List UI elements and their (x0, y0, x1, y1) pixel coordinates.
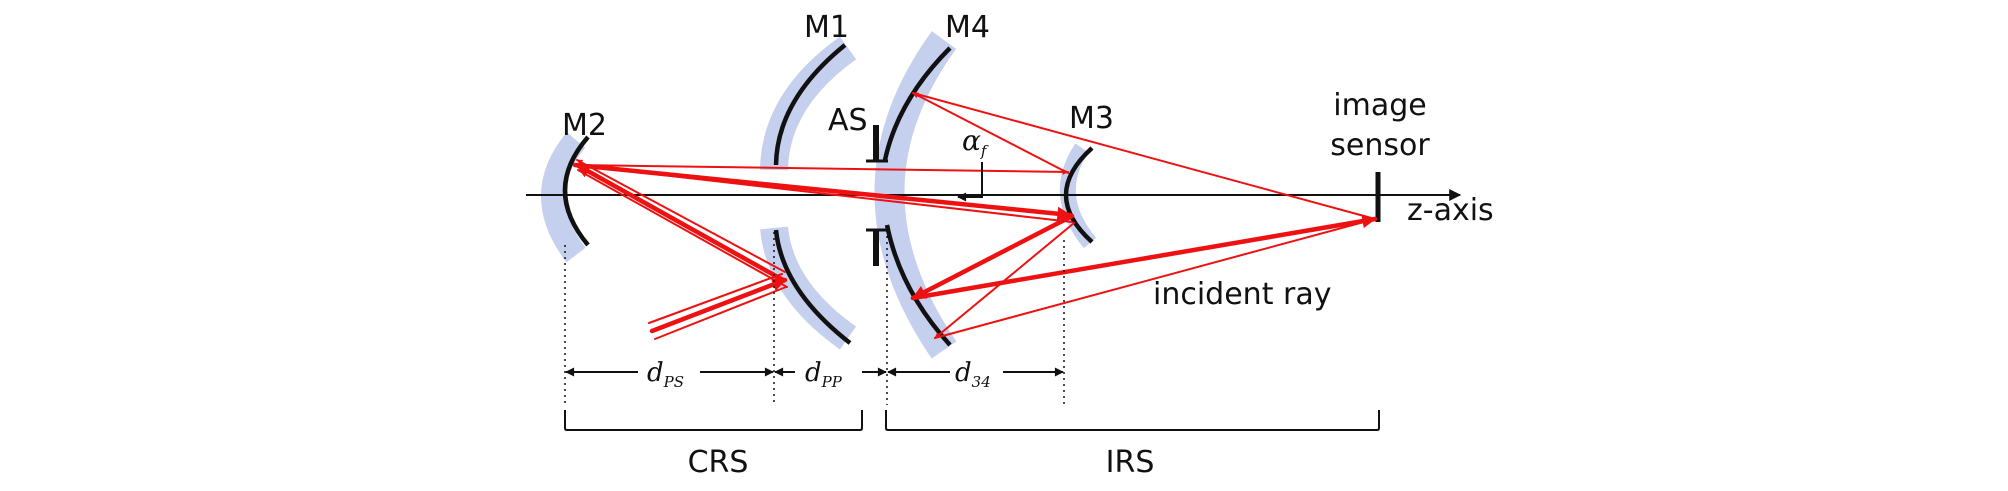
irs-bracket (885, 410, 1380, 431)
z-axis-label: z-axis (1407, 193, 1494, 228)
m1-label: M1 (804, 10, 849, 45)
incident-ray-1 (649, 277, 788, 334)
m2-label: M2 (562, 108, 607, 143)
m1-surface-lower (773, 229, 852, 345)
ray-m3-m4-upper (912, 92, 1069, 174)
irs-label: IRS (1106, 445, 1155, 480)
ray-m1-m2-b (576, 159, 786, 273)
ray-m1-m2-c (577, 169, 788, 288)
sensor-label-line2: sensor (1330, 128, 1430, 163)
m4-label: M4 (945, 10, 990, 45)
m4-surface-upper (882, 46, 952, 161)
ray-m4-sensor-lower (934, 218, 1376, 339)
m2-surface (562, 135, 590, 247)
m2-substrate (541, 132, 586, 263)
m1-substrate-lower (760, 226, 857, 350)
ray-m2-m3-lower (574, 164, 1073, 223)
ray-m3-m4-main (910, 213, 1075, 301)
crs-label: CRS (688, 445, 749, 480)
d-34-label: d34 (955, 358, 991, 391)
extension-lines (564, 230, 1065, 405)
incident-ray-2 (648, 273, 783, 324)
d-pp-label: dPP (805, 358, 843, 391)
alpha-f-label: αf (962, 124, 989, 160)
sensor-label-line1: image (1333, 88, 1426, 123)
m3-label: M3 (1069, 101, 1114, 136)
ray-m1-m2-a (574, 162, 786, 283)
d-ps-label: dPS (647, 358, 684, 391)
ray-m2-m3-upper (574, 164, 1069, 175)
m1-surface-upper (773, 43, 847, 166)
field-angle-marker (957, 162, 983, 202)
as-label: AS (828, 103, 868, 138)
crs-bracket (564, 410, 863, 431)
subsystem-brackets (564, 410, 1380, 431)
ray-paths (572, 92, 1378, 340)
aperture-stop (866, 125, 888, 266)
incident-ray-3 (654, 286, 787, 340)
incident-ray-label: incident ray (1153, 277, 1331, 312)
ray-m2-m3-main (572, 162, 1073, 221)
ray-m4-sensor-main (910, 214, 1378, 301)
ray-m4-sensor-upper (912, 92, 1376, 220)
